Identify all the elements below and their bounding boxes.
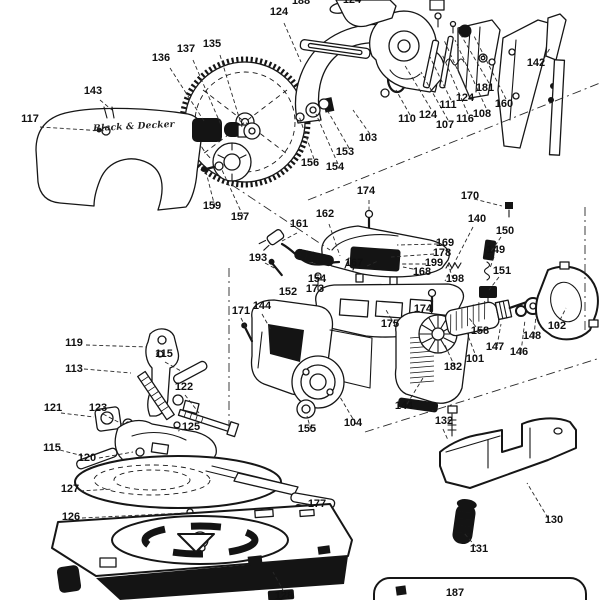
part-label-124: 124 [456, 92, 475, 104]
part-label-102: 102 [548, 320, 566, 332]
part-label-154: 154 [326, 161, 345, 173]
side-bracket [497, 13, 567, 156]
part-label-107: 107 [436, 119, 454, 131]
part-label-151: 151 [493, 265, 511, 277]
part-label-124: 124 [419, 109, 438, 121]
part-label-198: 198 [446, 273, 464, 285]
part-label-125: 125 [182, 421, 200, 433]
part-label-140: 140 [468, 213, 486, 225]
part-label-175: 175 [381, 318, 399, 330]
part-label-144: 144 [395, 400, 414, 412]
part-label-174: 174 [357, 185, 376, 197]
part-label-115: 115 [43, 442, 61, 454]
part-label-121: 121 [44, 402, 62, 414]
part-label-162: 162 [316, 208, 334, 220]
part-label-182: 182 [444, 361, 462, 373]
axis-lines [228, 82, 600, 433]
part-label-128: 128 [275, 590, 293, 600]
part-label-153: 153 [336, 146, 354, 158]
part-label-132: 132 [435, 415, 453, 427]
info-box [373, 577, 587, 600]
part-label-127: 127 [61, 483, 79, 495]
part-label-160: 160 [495, 98, 513, 110]
part-label-159: 159 [203, 200, 221, 212]
part-label-156: 156 [301, 157, 319, 169]
brand-logo: Black & Decker [92, 120, 176, 134]
turntable [74, 455, 336, 525]
part-label-187: 187 [446, 587, 464, 599]
part-label-154: 154 [308, 273, 327, 285]
part-label-144: 144 [253, 300, 272, 312]
part-label-124: 124 [270, 6, 289, 18]
part-label-116: 116 [456, 113, 474, 125]
part-label-130: 130 [545, 514, 563, 526]
pivot-arm-assembly [299, 0, 556, 99]
arbor-knob-parts [192, 118, 261, 142]
part-label-111: 111 [439, 99, 456, 111]
part-label-137: 137 [177, 43, 195, 55]
part-label-181: 181 [476, 82, 494, 94]
leader-lines [39, 22, 567, 593]
part-label-113: 113 [65, 363, 83, 375]
part-label-147: 147 [486, 341, 504, 353]
part-label-131: 131 [470, 543, 488, 555]
part-label-199: 199 [425, 257, 443, 269]
part-label-158: 158 [471, 325, 489, 337]
part-label-157: 157 [231, 211, 249, 223]
part-label-188: 188 [292, 0, 310, 7]
part-label-149: 149 [487, 244, 505, 256]
part-label-122: 122 [175, 381, 193, 393]
part-label-152: 152 [279, 286, 297, 298]
part-label-115: 115 [155, 348, 173, 360]
part-label-126: 126 [62, 511, 80, 523]
part-label-142: 142 [527, 57, 545, 69]
part-label-123: 123 [89, 402, 107, 414]
part-label-101: 101 [466, 353, 484, 365]
part-label-174: 174 [414, 303, 433, 315]
part-label-169: 169 [436, 237, 454, 249]
part-label-146: 146 [510, 346, 528, 358]
part-label-168: 168 [413, 266, 431, 278]
part-label-193: 193 [249, 252, 267, 264]
part-label-135: 135 [203, 38, 221, 50]
part-label-171: 171 [232, 305, 250, 317]
part-label-104: 104 [344, 417, 363, 429]
part-label-103: 103 [359, 132, 377, 144]
part-label-170: 170 [461, 190, 479, 202]
part-label-117: 117 [21, 113, 39, 125]
part-label-150: 150 [496, 225, 514, 237]
part-label-167: 167 [345, 257, 363, 269]
part-label-143: 143 [84, 85, 102, 97]
part-label-120: 120 [78, 452, 96, 464]
base [51, 503, 353, 600]
part-label-161: 161 [290, 218, 308, 230]
part-label-124: 124 [343, 0, 362, 6]
blade-guard-cover: Black & Decker [35, 106, 203, 211]
part-label-173: 173 [306, 283, 324, 295]
motor-assembly [241, 261, 599, 419]
part-label-148: 148 [523, 330, 541, 342]
part-label-108: 108 [473, 108, 491, 120]
part-label-177: 177 [308, 498, 326, 510]
part-label-119: 119 [65, 337, 83, 349]
fence [439, 405, 577, 545]
part-label-178: 178 [433, 247, 451, 259]
part-label-136: 136 [152, 52, 170, 64]
part-label-110: 110 [398, 113, 416, 125]
part-label-155: 155 [298, 423, 316, 435]
